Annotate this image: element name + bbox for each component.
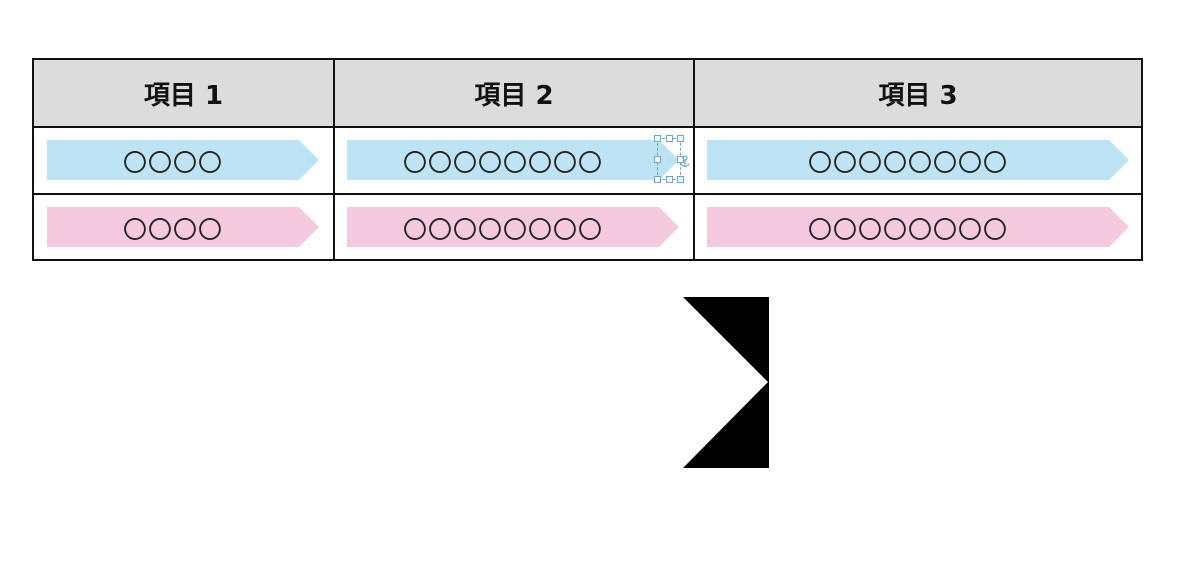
arrow-text: 〇〇〇〇〇〇〇〇 bbox=[403, 148, 603, 177]
resize-handle[interactable] bbox=[654, 135, 661, 142]
comparison-table: 項目 1 項目 2 項目 3 〇〇〇〇 〇〇〇〇〇〇〇〇 〇〇〇〇〇〇〇〇 〇〇… bbox=[32, 58, 1143, 261]
arrow-text: 〇〇〇〇〇〇〇〇 bbox=[403, 215, 603, 244]
resize-handle[interactable] bbox=[666, 135, 673, 142]
header-cell-item-1[interactable]: 項目 1 bbox=[143, 80, 224, 111]
header-cell-item-3[interactable]: 項目 3 bbox=[878, 80, 958, 111]
pink-arrow-label[interactable]: 〇〇〇〇 bbox=[47, 207, 319, 247]
arrow-text: 〇〇〇〇〇〇〇〇 bbox=[808, 148, 1008, 177]
arrow-text: 〇〇〇〇 bbox=[123, 148, 223, 177]
resize-handle[interactable] bbox=[654, 176, 661, 183]
blue-arrow-label[interactable]: 〇〇〇〇〇〇〇〇 bbox=[347, 140, 679, 180]
column-divider bbox=[333, 60, 335, 259]
arrow-text: 〇〇〇〇 bbox=[123, 215, 223, 244]
table-header-row: 項目 1 項目 2 項目 3 bbox=[34, 60, 1141, 128]
column-divider bbox=[693, 60, 695, 259]
chevron-shape[interactable] bbox=[683, 297, 769, 468]
resize-handle[interactable] bbox=[654, 156, 661, 163]
pink-arrow-label[interactable]: 〇〇〇〇〇〇〇〇 bbox=[707, 207, 1129, 247]
blue-arrow-label[interactable]: 〇〇〇〇〇〇〇〇 bbox=[707, 140, 1129, 180]
arrow-text: 〇〇〇〇〇〇〇〇 bbox=[808, 215, 1008, 244]
header-cell-item-2[interactable]: 項目 2 bbox=[474, 80, 554, 111]
pink-arrow-label[interactable]: 〇〇〇〇〇〇〇〇 bbox=[347, 207, 679, 247]
resize-handle[interactable] bbox=[666, 176, 673, 183]
resize-handle[interactable] bbox=[677, 176, 684, 183]
blue-arrow-label[interactable]: 〇〇〇〇 bbox=[47, 140, 319, 180]
anchor-icon[interactable] bbox=[679, 155, 691, 169]
resize-handle[interactable] bbox=[677, 135, 684, 142]
row-divider bbox=[34, 193, 1141, 195]
